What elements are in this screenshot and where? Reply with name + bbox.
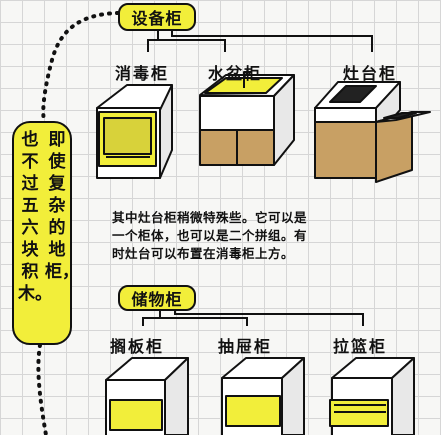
equipment-category-label: 设备柜 — [131, 9, 183, 28]
disinfection-cabinet-drawing — [96, 84, 173, 179]
dotted-path-lower — [36, 343, 48, 435]
drawer-cabinet-drawing — [221, 357, 305, 435]
storage-category-badge: 储物柜 — [118, 285, 196, 311]
shelf-cabinet-drawing — [105, 357, 189, 435]
storage-category-label: 储物柜 — [131, 290, 183, 309]
note-line-2: 一个柜体，也可以是二个拼组。有 — [112, 228, 308, 243]
pull-basket-cabinet-drawing — [329, 357, 415, 435]
side-note-column-left: 也不过五六块积木。 — [18, 130, 52, 304]
equipment-connector — [147, 27, 373, 52]
equipment-category-badge: 设备柜 — [118, 3, 196, 31]
note-line-3: 时灶台可以布置在消毒柜上方。 — [112, 246, 295, 261]
sink-cabinet-label: 水盆柜 — [208, 64, 263, 83]
pull-basket-cabinet-label: 拉篮柜 — [333, 337, 388, 356]
dotted-path — [41, 11, 120, 123]
stove-cabinet-drawing — [314, 81, 431, 183]
stove-cabinet-note: 其中灶台柜稍微特殊些。它可以是 一个柜体，也可以是二个拼组。有 时灶台可以布置在… — [112, 209, 438, 263]
shelf-cabinet-label: 搁板柜 — [110, 337, 165, 356]
side-note-box: 即使复杂的地柜， 也不过五六块积木。 — [12, 121, 79, 345]
side-note-column-right: 即使复杂的地柜， — [45, 130, 79, 282]
disinfection-cabinet-label: 消毒柜 — [115, 64, 170, 83]
stove-cabinet-label: 灶台柜 — [343, 64, 398, 83]
sink-cabinet-drawing — [199, 71, 295, 166]
note-line-1: 其中灶台柜稍微特殊些。它可以是 — [112, 210, 308, 225]
drawer-cabinet-label: 抽屉柜 — [218, 337, 273, 356]
